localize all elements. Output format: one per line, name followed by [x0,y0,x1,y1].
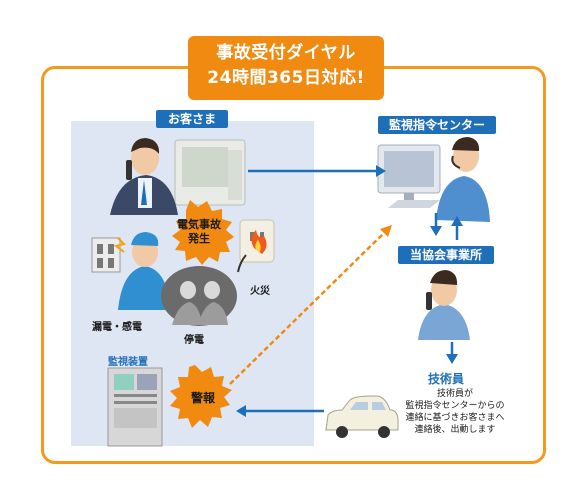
arrow-customer-to-center [248,165,386,177]
incident-burst-label: 電気事故 発生 [177,218,221,245]
arrow-office-to-technician [446,342,458,364]
fire-label: 火災 [250,286,270,297]
monitoring-center-label: 監視指令センター [378,116,496,134]
leakage-shock-label: 漏電・感電 [92,322,142,333]
incident-burst-shape [172,200,234,265]
outlet-fire-illustration [237,219,275,273]
banner-24h-dial: 事故受付ダイヤル 24時間365日対応! [188,36,384,100]
office-label: 当協会事業所 [398,246,494,264]
banner-subtitle: 24時間365日対応! [207,68,365,88]
banner-title: 事故受付ダイヤル [216,43,356,63]
engineer-description: 技術員が 監視指令センターからの 連絡に基づきお客さまへ 連絡後、出動します [405,389,505,435]
arrow-alarm-to-center [229,225,392,385]
operator-illustration [377,137,490,222]
monitoring-device-illustration [107,367,163,447]
alarm-burst-shape [170,365,232,428]
arrow-center-to-office [430,213,442,236]
arrow-office-to-center [451,216,463,240]
power-outage-illustration [161,266,237,326]
technician-illustration [418,270,470,340]
alarm-label: 警報 [190,391,215,405]
power-outage-label: 停電 [184,335,204,346]
monitor-device-label: 監視装置 [108,357,148,368]
engineer-label: 技術員 [428,372,465,386]
arrow-car-to-monitor [236,405,324,417]
electric-shock-illustration [91,232,170,310]
service-car-illustration [325,395,399,438]
customer-at-desk-illustration [110,138,246,215]
customer-label: お客さま [156,110,228,128]
